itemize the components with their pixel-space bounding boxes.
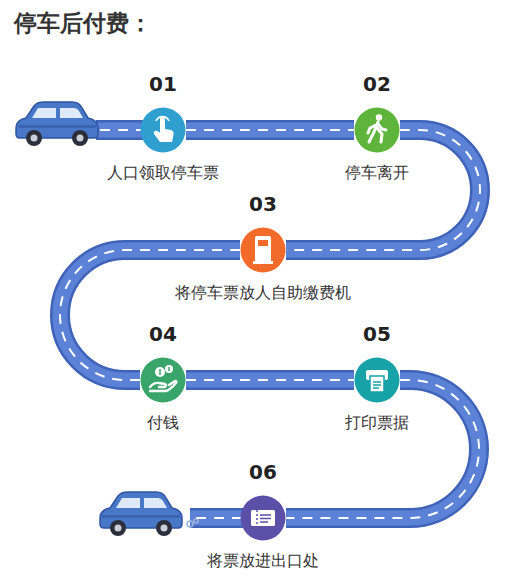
road-stroke [60,250,240,380]
step-label: 付钱 [147,413,179,432]
step-node: 06 将票放进出口处 [207,461,319,570]
icon-circle [240,495,286,541]
step-label: 将停车票放人自助缴费机 [175,283,351,302]
road-stroke [186,129,354,131]
step-label: 人口领取停车票 [107,163,219,182]
exhaust [187,519,198,527]
road-stroke [186,120,354,140]
road-stroke [60,250,240,380]
road-connector [60,250,240,380]
step-label: 停车离开 [345,163,409,182]
step-label: 打印票据 [345,413,409,432]
icon-circle [140,107,186,153]
road-stroke [186,123,354,138]
icon-circle [240,227,286,273]
step-number: 06 [249,461,277,483]
step-node: 03 将停车票放人自助缴费机 [175,193,351,302]
road-connector [186,130,354,131]
step-number: 01 [149,73,177,95]
step-number: 03 [249,193,277,215]
road-connector [186,380,354,381]
step-number: 02 [363,73,391,95]
step-icon [354,357,400,403]
step-icon [354,107,400,153]
icon-circle [140,357,186,403]
step-node: 01 人口领取停车票 [107,73,219,182]
car-end [100,492,182,536]
step-node: 04 付钱 [140,323,186,432]
step-node: 02 停车离开 [345,73,409,182]
step-icon [140,357,186,403]
car-start [16,102,98,146]
step-node: 05 打印票据 [345,323,409,432]
road-stroke [60,250,240,380]
step-icon [240,495,286,541]
diagram-title: 停车后付费： [14,8,152,39]
step-icon [240,227,286,273]
icon-circle [354,107,400,153]
step-number: 05 [363,323,391,345]
road-stroke [186,373,354,388]
icon-circle [354,357,400,403]
road-stroke [186,370,354,390]
road-stroke [186,379,354,381]
step-number: 04 [149,323,177,345]
step-icon [140,107,186,153]
step-label: 将票放进出口处 [207,551,319,570]
